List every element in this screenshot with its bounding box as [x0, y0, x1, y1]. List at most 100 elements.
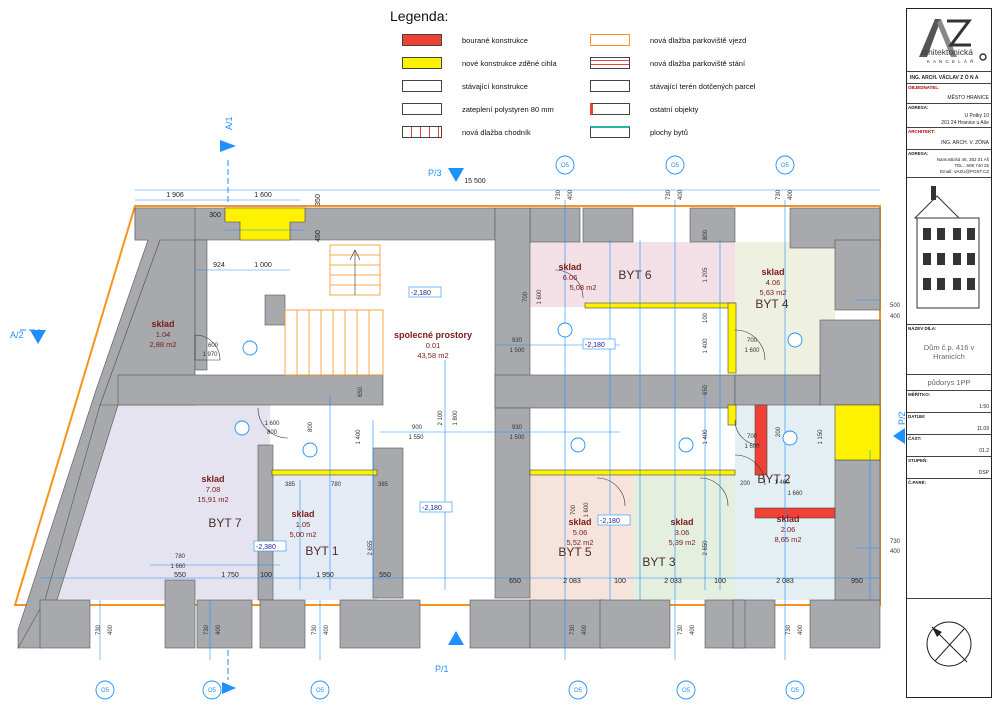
window-tag[interactable]	[665, 155, 685, 175]
dim-text: 1 950	[316, 572, 334, 579]
stage-label: STUPEŇ:	[908, 458, 928, 463]
section-p3-label: P/3	[428, 168, 442, 178]
phone: TEL.: 608 740 25	[954, 163, 989, 168]
byt3-area	[633, 470, 735, 600]
legend-item: bourané konstrukce	[402, 32, 528, 48]
unit-label: BYT 2	[757, 472, 790, 486]
section-p3-arrow	[448, 168, 464, 182]
demolished-walls	[754, 404, 836, 519]
window-tag[interactable]	[785, 680, 805, 700]
section-a2-arrow	[30, 330, 46, 344]
legend-item: nová dlažba parkoviště stání	[590, 55, 745, 71]
window-tag[interactable]	[310, 680, 330, 700]
unit-label: BYT 5	[558, 545, 591, 559]
door-tag[interactable]	[234, 420, 250, 436]
door-tag[interactable]	[302, 442, 318, 458]
dim-text: 1 906	[166, 192, 184, 199]
room-number: 7.08	[206, 485, 221, 494]
copies-label: Č.PARÉ:	[908, 480, 927, 485]
room-area: 2,88 m2	[149, 340, 176, 349]
section-p2-label: P/2	[897, 411, 907, 425]
room-area: 5,52 m2	[566, 538, 593, 547]
dim-text: 400	[890, 314, 901, 320]
window-dim: 730	[312, 624, 318, 635]
window-tag[interactable]	[676, 680, 696, 700]
room-area: 5,08 m2	[569, 283, 596, 292]
dim-text: 200	[740, 481, 751, 487]
room-area: 8,65 m2	[774, 535, 801, 544]
dim-text: 100	[260, 572, 272, 579]
part-row: ČÁST: 01.2	[907, 434, 991, 456]
window-tag[interactable]	[95, 680, 115, 700]
north-arrow-icon	[926, 621, 972, 667]
dim-text: 1 600	[537, 289, 543, 305]
legend-item: zateplení polystyren 80 mm	[402, 101, 554, 117]
level-mark: -2,380	[256, 544, 276, 551]
email: Email: VAZU@POST.CZ	[940, 169, 989, 174]
dim-text: 385	[285, 482, 296, 488]
window-dim: 730	[666, 189, 672, 200]
dim-text: 2 100	[438, 410, 444, 426]
room-name: sklad	[776, 514, 799, 524]
legend-item: nová dlažba parkoviště vjezd	[590, 32, 746, 48]
client-address-row: ADRESA: U Potky 10 201 24 Hranice u Aše	[907, 103, 991, 127]
window-dim: 400	[108, 624, 114, 635]
room-name: spolecné prostory	[394, 330, 472, 340]
project-name-row: NÁZEV DÍLA: Dům č.p. 416 v Hranicích	[907, 324, 991, 374]
logo: rchitektonická K A N C E L Á Ř	[907, 9, 991, 71]
legend-label: zateplení polystyren 80 mm	[462, 104, 554, 114]
room-area: 5,63 m2	[759, 288, 786, 297]
room-area: 5,39 m2	[668, 538, 695, 547]
window-tag[interactable]	[202, 680, 222, 700]
door-tag[interactable]	[782, 430, 798, 446]
dim-text: 2 655	[368, 540, 374, 556]
unit-label: BYT 3	[642, 555, 675, 569]
room-number: 5.06	[573, 528, 588, 537]
section-a2-label: A/2	[10, 330, 24, 340]
window-tag[interactable]	[555, 155, 575, 175]
north-arrow-box	[907, 598, 991, 697]
scale-row: MĚŘÍTKO: 1:50	[907, 390, 991, 412]
dim-text: 1 970	[202, 352, 218, 358]
room-name: sklad	[670, 517, 693, 527]
unit-label: BYT 1	[305, 544, 338, 558]
dim-text: 1 500	[509, 435, 525, 441]
door-tag[interactable]	[242, 340, 258, 356]
dim-text: 1 600	[744, 444, 760, 450]
room-number: 1.04	[156, 330, 171, 339]
door-tag[interactable]	[570, 437, 586, 453]
dim-text: 1 550	[408, 435, 424, 441]
part-value: 01.2	[979, 448, 989, 454]
title-block: rchitektonická K A N C E L Á Ř ING. ARCH…	[906, 8, 992, 698]
dim-text: 1 800	[453, 410, 459, 426]
logo-line2: K A N C E L Á Ř	[927, 59, 975, 64]
legend-swatch	[590, 34, 630, 46]
dim-text: 930	[512, 338, 523, 344]
dim-text: 1 500	[509, 348, 525, 354]
door-tag[interactable]	[557, 322, 573, 338]
window-tag[interactable]	[568, 680, 588, 700]
section-a1-arrow	[220, 140, 236, 152]
door-tag[interactable]	[787, 332, 803, 348]
stage-value: DSP	[978, 470, 989, 476]
legend-swatch	[402, 126, 442, 138]
dim-text: 1 600	[254, 192, 272, 199]
dim-text: 1 205	[703, 267, 709, 283]
legend-swatch	[590, 126, 630, 138]
legend-item: nové konstrukce zděné cihla	[402, 55, 557, 71]
unit-label: BYT 7	[208, 516, 241, 530]
window-dim: 400	[690, 624, 696, 635]
window-tag-label: O5	[671, 163, 680, 169]
dim-text: 700	[523, 291, 529, 302]
byt5-area	[530, 470, 633, 600]
architect-address-row: ADRESA: Namostická 46, 352 01 Aš TEL.: 6…	[907, 149, 991, 177]
window-tag[interactable]	[775, 155, 795, 175]
architect-value: ING. ARCH. V. ZÓNA	[941, 140, 989, 146]
legend-title: Legenda:	[390, 8, 449, 24]
room-number: 4.06	[766, 278, 781, 287]
section-p1-arrow	[448, 631, 464, 645]
dim-text: 100	[714, 578, 726, 585]
window-dim: 730	[556, 189, 562, 200]
door-tag[interactable]	[678, 437, 694, 453]
section-markers	[30, 140, 905, 694]
